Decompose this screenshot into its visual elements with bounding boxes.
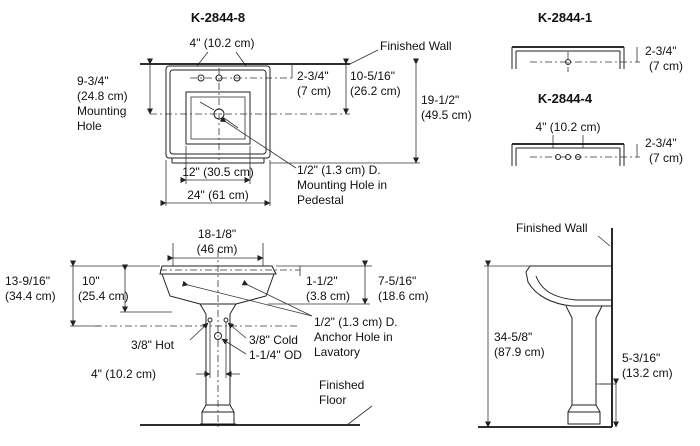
faucet-depth-dim: 2-3/4" (297, 69, 329, 83)
drain-height-dim: 5-3/16" (622, 351, 660, 365)
side-lavatory (525, 265, 612, 307)
svg-text:Pedestal: Pedestal (297, 193, 344, 207)
total-depth-dim: 19-1/2" (421, 93, 459, 107)
svg-text:(7 cm): (7 cm) (649, 59, 683, 73)
faucet-spread-label: 4" (10.2 cm) (190, 36, 255, 50)
basin-outline (165, 65, 271, 159)
svg-text:(18.6 cm): (18.6 cm) (378, 289, 429, 303)
total-width-dim: 24" (61 cm) (187, 188, 249, 202)
lav-height-dim: 7-5/16" (378, 274, 416, 288)
top-width-dim: 18-1/8" (198, 227, 236, 241)
svg-text:(34.4 cm): (34.4 cm) (5, 289, 56, 303)
single-hole-title: K-2844-1 (538, 10, 592, 25)
side-view: Finished Wall 34-5/8" (87.9 cm) 5-3/16" … (478, 221, 673, 428)
bowl-width-dim: 12" (30.5 cm) (182, 165, 254, 179)
svg-text:(87.9 cm): (87.9 cm) (494, 345, 545, 359)
side-finished-wall-label: Finished Wall (516, 221, 588, 235)
cold-supply-label: 3/8" Cold (249, 333, 298, 347)
svg-text:Lavatory: Lavatory (314, 345, 360, 359)
svg-text:Hole: Hole (77, 119, 102, 133)
svg-text:Mounting: Mounting (77, 104, 126, 118)
hot-supply-icon (207, 317, 213, 323)
svg-text:(24.8 cm): (24.8 cm) (77, 89, 128, 103)
pedestal-hole-note: 1/2" (1.3 cm) D. (297, 163, 381, 177)
svg-text:Mounting Hole in: Mounting Hole in (297, 178, 387, 192)
overall-height-dim: 13-9/16" (5, 274, 50, 288)
side-pedestal (565, 305, 603, 425)
single-hole-dim: 2-3/4" (645, 44, 677, 58)
front-view: 18-1/8" (46 cm) 13-9/16" (34.4 cm) 10" (… (5, 227, 429, 430)
top-view-title: K-2844-8 (191, 10, 245, 25)
lavatory-rim (159, 265, 277, 275)
top-view: K-2844-8 4" (10.2 cm) Finished Wall 9-3/… (77, 10, 472, 207)
rim-dim: 1-1/2" (306, 274, 338, 288)
supply-spread-label: 4" (10.2 cm) (91, 367, 156, 381)
four-inch-spread: 4" (10.2 cm) (536, 120, 601, 134)
basin-depth-dim: 10" (82, 274, 100, 288)
lavatory-bowl (161, 273, 275, 305)
mounting-hole-dim-1: 9-3/4" (77, 74, 109, 88)
drain-outlet-icon (214, 332, 222, 340)
svg-text:(7 cm): (7 cm) (297, 84, 331, 98)
cold-supply-icon (223, 317, 229, 323)
four-inch-view: K-2844-4 4" (10.2 cm) 2-3/4" (7 cm) (511, 91, 683, 166)
svg-text:(26.2 cm): (26.2 cm) (350, 84, 401, 98)
four-inch-title: K-2844-4 (538, 91, 593, 106)
svg-text:(25.4 cm): (25.4 cm) (78, 289, 129, 303)
finished-wall-label: Finished Wall (380, 39, 452, 53)
svg-text:(3.8 cm): (3.8 cm) (306, 289, 350, 303)
svg-text:Anchor Hole in: Anchor Hole in (314, 330, 393, 344)
four-inch-dim: 2-3/4" (645, 136, 677, 150)
drain-od-label: 1-1/4" OD (249, 348, 302, 362)
bowl-outline (185, 91, 251, 145)
svg-text:(7 cm): (7 cm) (649, 151, 683, 165)
hot-supply-label: 3/8" Hot (131, 338, 175, 352)
faucet-hole-left-icon (197, 74, 205, 82)
svg-text:(46 cm): (46 cm) (197, 242, 238, 256)
single-hole-view: K-2844-1 2-3/4" (7 cm) (511, 10, 683, 73)
svg-text:Floor: Floor (319, 393, 346, 407)
bowl-depth-dim: 10-5/16" (350, 69, 395, 83)
finished-floor-label: Finished (319, 378, 364, 392)
side-height-dim: 34-5/8" (494, 330, 532, 344)
anchor-hole-note: 1/2" (1.3 cm) D. (314, 315, 398, 329)
svg-text:(13.2 cm): (13.2 cm) (622, 366, 673, 380)
svg-text:(49.5 cm): (49.5 cm) (421, 108, 472, 122)
